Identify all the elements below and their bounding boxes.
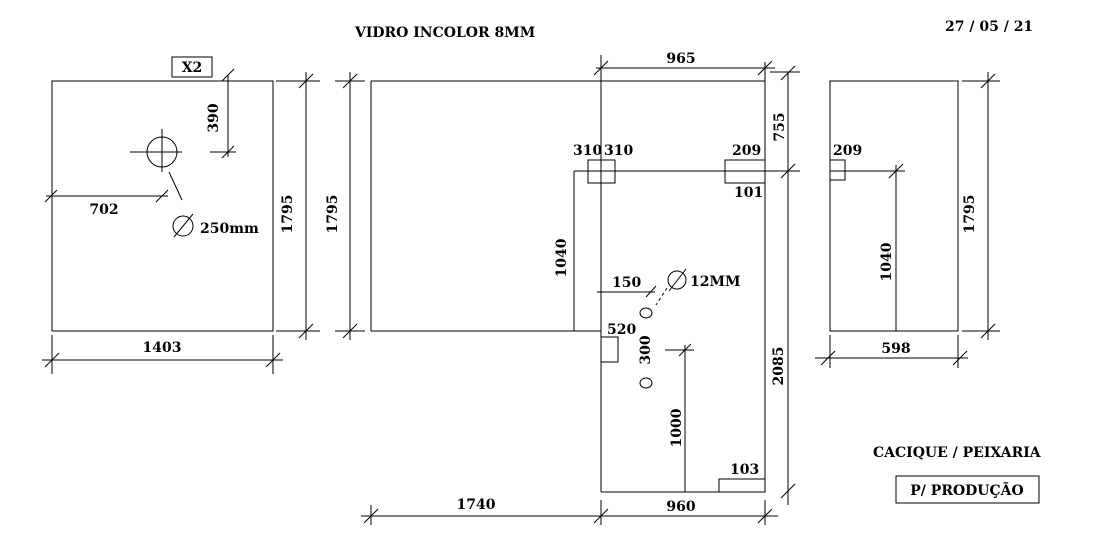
diameter-12-leader [655, 287, 668, 306]
notch-310-right-label: 310 [604, 143, 633, 159]
dim-1000-tick-top [678, 343, 692, 357]
dim-702-tick-right [155, 189, 169, 203]
piece-right-outline [829, 80, 959, 332]
dim-1795c-label: 1795 [962, 195, 978, 234]
dim-2085-label: 2085 [771, 347, 787, 386]
notch-103 [718, 478, 766, 493]
client-label: CACIQUE / PEIXARIA [873, 445, 1042, 461]
dim-755-tick-top [780, 65, 796, 81]
piece-left-outline [51, 80, 274, 332]
quantity-box [171, 56, 213, 78]
dim-702-tick-left [44, 189, 58, 203]
dim-755-label: 755 [772, 112, 788, 141]
dim-1040-right-tick [888, 163, 904, 179]
quantity-label: X2 [182, 60, 203, 76]
dim-150-label: 150 [612, 275, 641, 291]
dim-598-label: 598 [881, 341, 910, 357]
dim-1403-label: 1403 [143, 340, 182, 356]
production-box [895, 475, 1040, 504]
dim-1795c-tick-top [980, 73, 996, 89]
dim-300-label: 300 [638, 335, 654, 364]
drawing-title: VIDRO INCOLOR 8MM [354, 25, 535, 41]
dim-1000-label: 1000 [669, 408, 685, 447]
dim-1795b-label: 1795 [325, 195, 341, 234]
notch-101-label: 101 [734, 185, 763, 201]
dim-965-label: 965 [666, 51, 695, 67]
dim-1795a-label: 1795 [280, 195, 296, 234]
notch-right-209 [829, 159, 846, 181]
notch-520-label: 520 [607, 322, 636, 338]
notch-520 [600, 336, 619, 363]
hole-12-bottom [639, 377, 653, 389]
diameter-12-label: 12MM [690, 274, 740, 290]
dim-1795a-tick-bottom [298, 323, 314, 339]
dim-1403-tick-right [265, 352, 281, 368]
piece-right: 209 1040 1795 598 [815, 72, 1000, 368]
diameter-12-symbol [667, 270, 687, 290]
dim-1740-label: 1740 [457, 497, 496, 513]
notch-103-label: 103 [730, 462, 759, 478]
piece-left: X2 390 702 250mm 1403 1795 [42, 56, 320, 374]
drawing-date: 27 / 05 / 21 [945, 19, 1033, 35]
dim-598-tick-right [952, 350, 968, 366]
notch-209-label: 209 [732, 143, 761, 159]
dim-960-tick-right [757, 508, 773, 524]
hole-250-leader [168, 171, 183, 201]
notch-209 [724, 159, 766, 184]
dim-1403-tick-left [44, 352, 60, 368]
diameter-250-symbol [172, 215, 194, 237]
dim-1740-tick-right [593, 508, 609, 524]
diameter-250-label: 250mm [200, 221, 259, 237]
dim-390-tick-top [221, 68, 235, 82]
piece-center: 310 310 209 101 520 103 965 755 2085 179… [325, 51, 800, 525]
dim-150-tick [645, 285, 657, 298]
dim-1795b-tick-top [342, 73, 358, 89]
hole-12-top [639, 307, 653, 319]
dim-755-tick-bottom [780, 163, 796, 179]
dim-702-label: 702 [89, 202, 118, 218]
notch-310-left-label: 310 [573, 143, 602, 159]
notch-310 [587, 159, 616, 184]
dim-960-label: 960 [666, 499, 695, 515]
dim-1795b-tick-bottom [342, 323, 358, 339]
diameter-12-slash [668, 268, 687, 292]
dim-1795a-tick-top [298, 73, 314, 89]
notch-right-209-label: 209 [833, 143, 862, 159]
dim-390-label: 390 [206, 103, 222, 132]
dim-1040-right-label: 1040 [879, 242, 895, 281]
diameter-250-slash [173, 213, 194, 238]
dim-965-tick-left [593, 60, 609, 76]
dim-1040-center-label: 1040 [554, 238, 570, 277]
dim-1795c-tick-bottom [980, 323, 996, 339]
production-label: P/ PRODUÇÃO [910, 480, 1023, 499]
dim-1740-tick-left [363, 508, 379, 524]
dim-598-tick-left [820, 350, 836, 366]
dim-2085-tick-bottom [780, 483, 796, 499]
